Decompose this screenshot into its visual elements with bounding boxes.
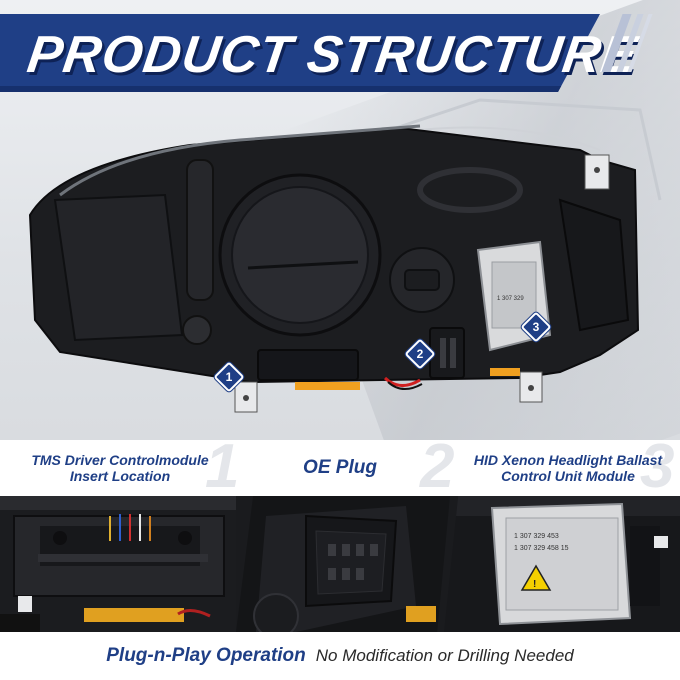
ghost-number-3: 3	[640, 432, 675, 501]
svg-text:!: !	[533, 579, 536, 590]
footer-highlight: Plug-n-Play Operation	[106, 645, 306, 666]
detail-photo-oe-plug	[236, 496, 450, 632]
headlight-housing: 1 307 329	[28, 124, 640, 413]
oe-plug	[429, 327, 465, 379]
title-banner	[0, 14, 600, 92]
high-voltage-warning-icon	[520, 564, 552, 591]
ballast-part-number-2: 1 307 329 458 15	[514, 545, 569, 552]
feature-labels-row: 1 2 3 TMS Driver Controlmodule Insert Lo…	[0, 436, 680, 498]
detail-photo-panels: 1 307 329 453 1 307 329 458 15 !	[0, 496, 680, 632]
feature-label-1: TMS Driver Controlmodule Insert Location	[31, 452, 209, 484]
detail-photo-driver-module	[0, 496, 236, 632]
ballast-part-number-1: 1 307 329 453	[514, 533, 559, 540]
ghost-number-2: 2	[420, 432, 455, 501]
tms-driver-module	[257, 349, 359, 381]
feature-label-2: OE Plug	[303, 457, 377, 478]
footer-note: No Modification or Drilling Needed	[315, 646, 574, 665]
svg-text:1 307 329: 1 307 329	[497, 296, 524, 302]
detail-photo-ballast: 1 307 329 453 1 307 329 458 15 !	[444, 496, 680, 632]
page-title: PRODUCT STRUCTURE	[23, 26, 642, 84]
feature-label-3: HID Xenon Headlight Ballast Control Unit…	[473, 452, 663, 484]
amber-resistor	[295, 382, 360, 390]
ghost-number-1: 1	[205, 432, 240, 501]
footer-banner: Plug-n-Play Operation No Modification or…	[0, 632, 680, 680]
left-cover-plate	[53, 193, 184, 342]
headlight-illustration: 1 307 329	[28, 98, 662, 413]
hero-section: 1 307 329 PRODUCT STRUCTURE 1 2 3	[0, 0, 680, 440]
background-wireframe	[329, 98, 662, 201]
